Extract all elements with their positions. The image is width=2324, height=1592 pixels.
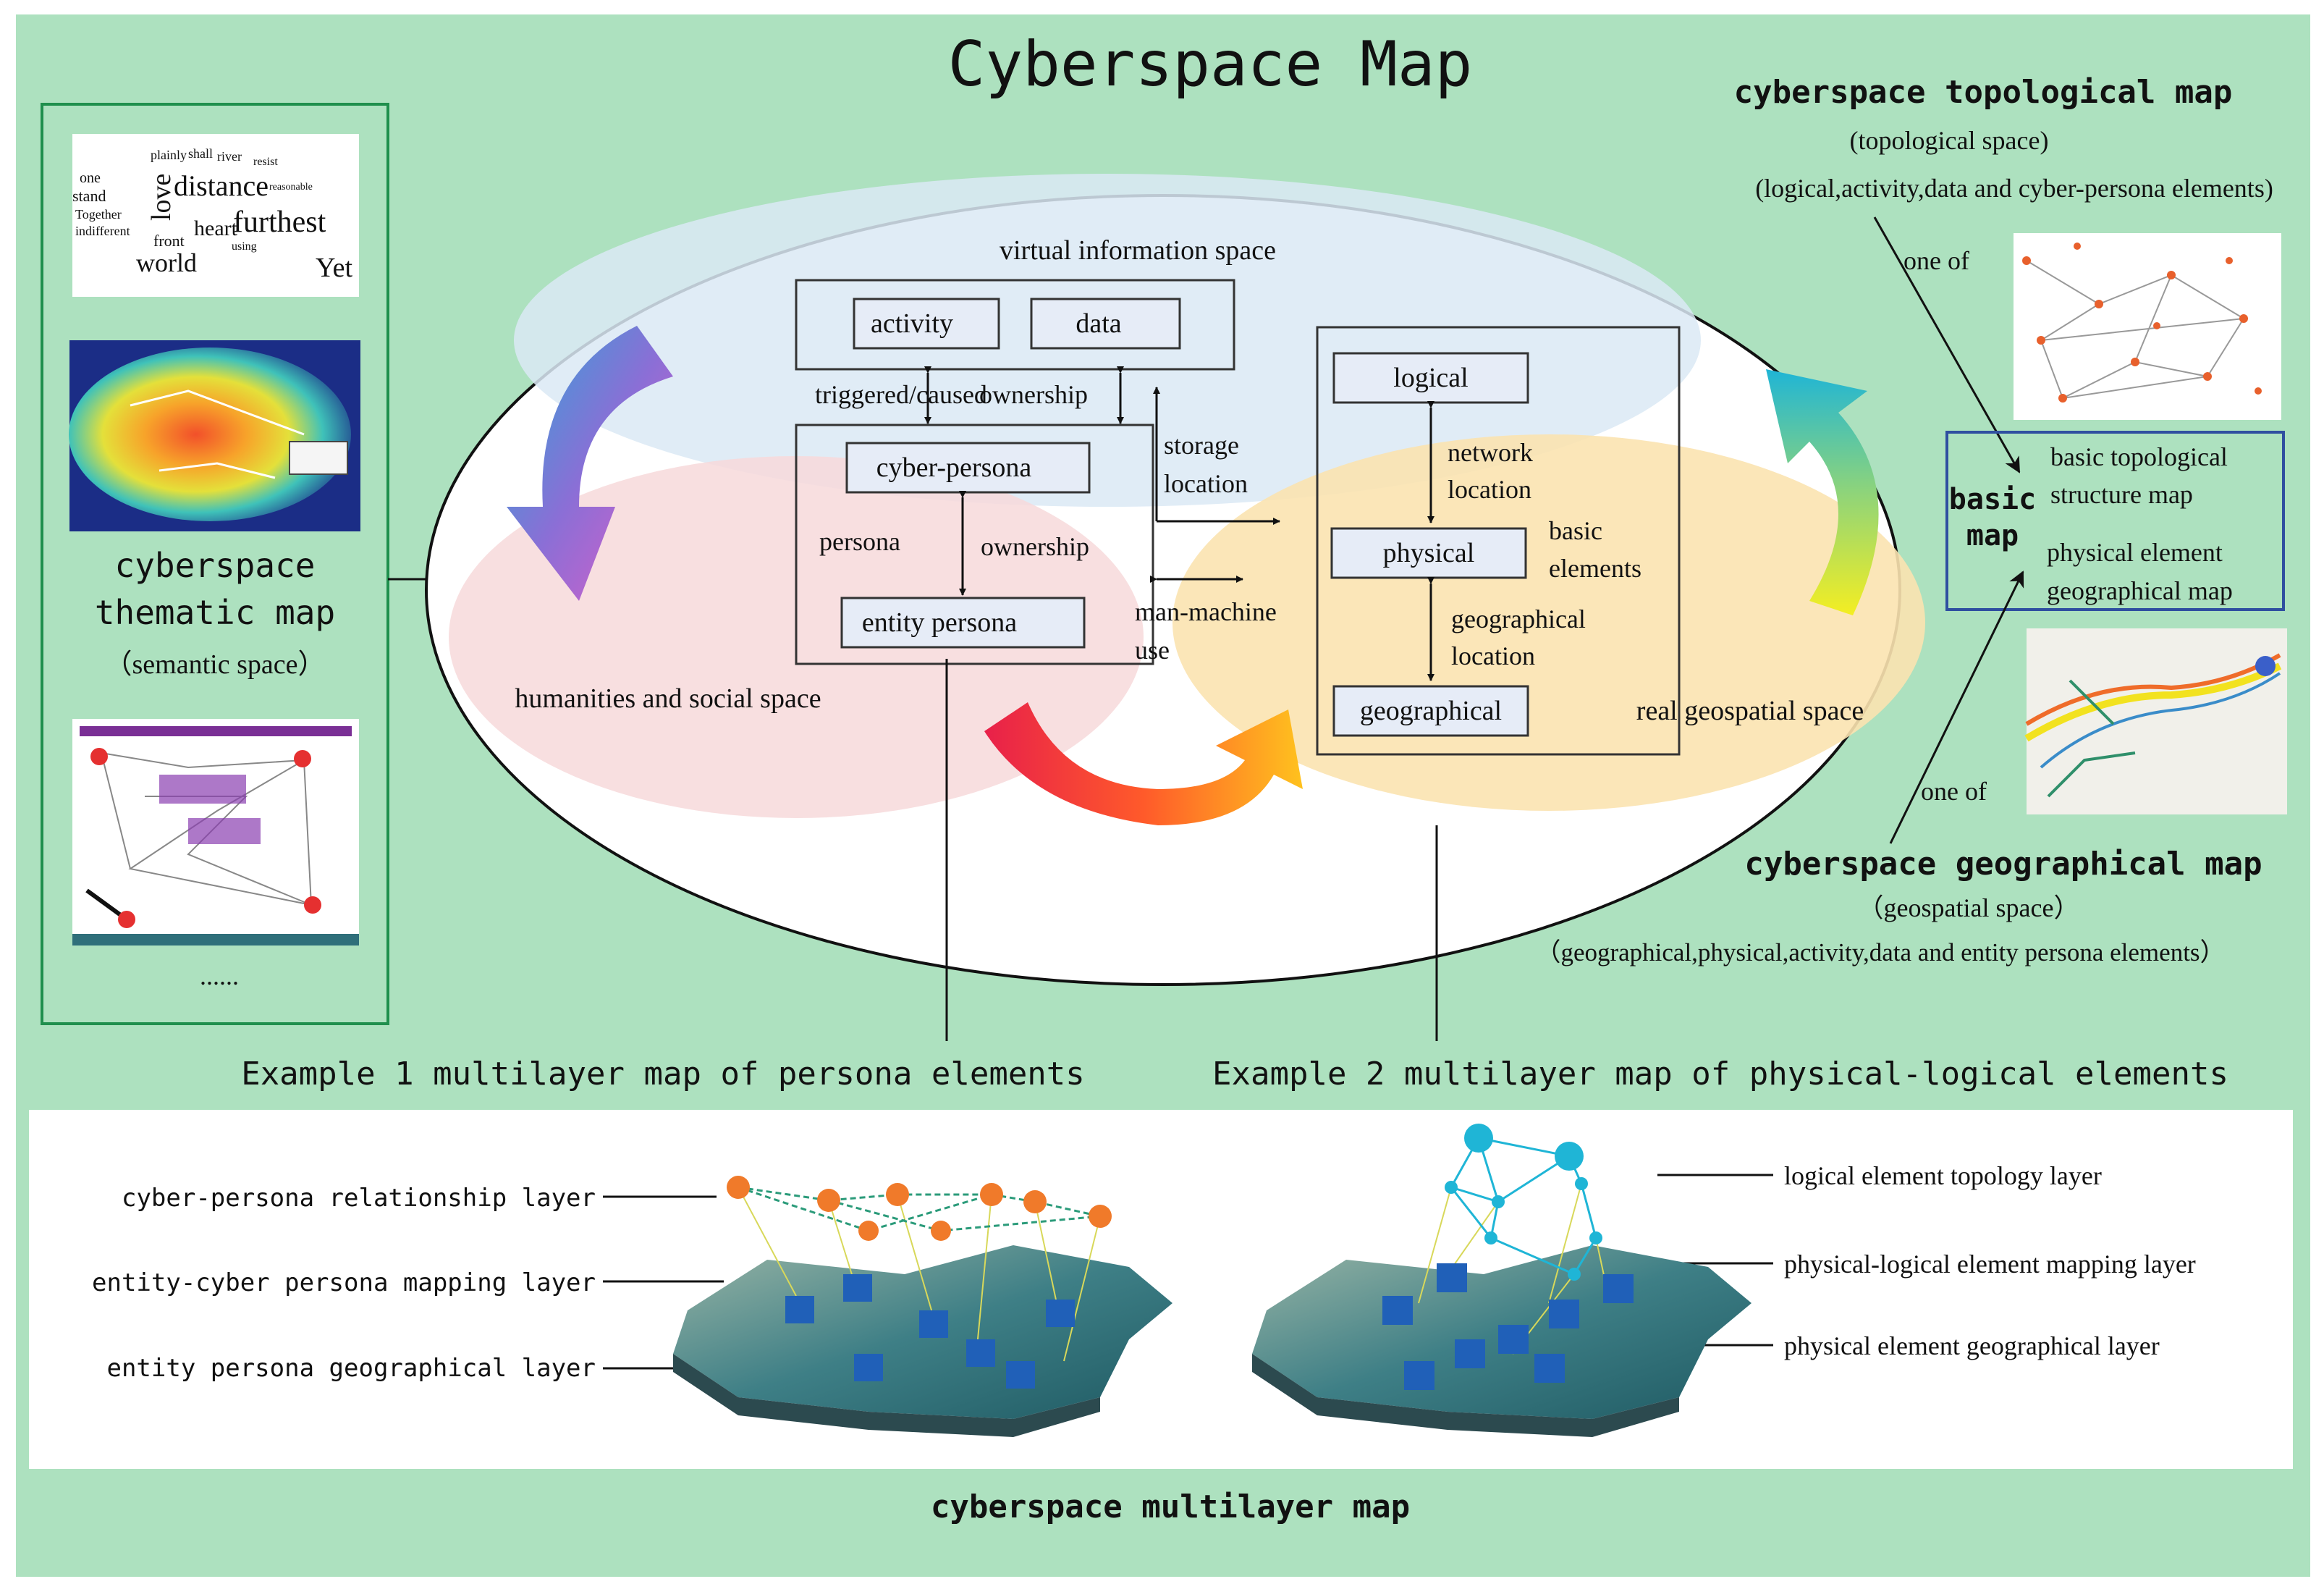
thematic-map-label-line1: cyberspace [115, 546, 316, 585]
basic-elements-line2: elements [1549, 554, 1641, 583]
geographical-sub1: （geospatial space） [1858, 893, 2080, 922]
real-space-label: real geospatial space [1636, 696, 1864, 726]
word-cloud-image: plainly shall river resist love distance… [72, 134, 359, 297]
multilayer-map-title: cyberspace multilayer map [931, 1488, 1410, 1525]
ownership-top-label: ownership [979, 380, 1088, 409]
basic-map-box [1945, 431, 2285, 611]
blue-curved-arrow [507, 326, 673, 601]
multilayer-panel [29, 1110, 2293, 1469]
entity-persona-node [840, 597, 1086, 649]
storage-label-line2: location [1164, 469, 1248, 498]
word-cloud-word: one [80, 170, 101, 186]
topological-sub1: (topological space) [1850, 126, 2049, 155]
topological-sub2: (logical,activity,data and cyber-persona… [1755, 174, 2273, 203]
cyber-persona-node [845, 442, 1091, 494]
entity-persona-label: entity persona [862, 607, 1017, 638]
one-of-bottom-arrow [1889, 570, 2024, 844]
layer4-label: logical element topology layer [1784, 1161, 2102, 1190]
data-node [1030, 298, 1181, 350]
example2-title: Example 2 multilayer map of physical-log… [1212, 1056, 2228, 1092]
network-label-line1: network [1448, 438, 1533, 467]
physical-logical-group [1316, 326, 1681, 756]
logical-label: logical [1393, 363, 1468, 393]
word-cloud-word: shall [188, 146, 213, 161]
word-cloud-word: Together [75, 207, 122, 222]
geo-location-line1: geographical [1451, 605, 1586, 633]
page-title: Cyberspace Map [948, 28, 1473, 101]
physical-node [1330, 527, 1527, 579]
basic-elements-line1: basic [1549, 516, 1602, 545]
topology-image [2014, 233, 2281, 420]
geographical-label: geographical [1360, 696, 1502, 726]
virtual-space-label: virtual information space [1000, 235, 1276, 266]
thematic-map-sublabel: （semantic space） [105, 649, 326, 680]
word-cloud-word: front [153, 232, 185, 250]
geographical-sub2: （geographical,physical,activity,data and… [1535, 938, 2225, 966]
geo-location-line2: location [1451, 641, 1535, 670]
activity-label: activity [871, 308, 953, 339]
data-label: data [1076, 308, 1121, 339]
thematic-map-label-line2: thematic map [95, 593, 335, 632]
geographical-node [1332, 685, 1529, 737]
man-machine-label-line1: man-machine [1135, 597, 1277, 626]
word-cloud-word: resist [253, 156, 278, 168]
basic-topo-line2: structure map [2050, 480, 2193, 509]
word-cloud-word: indifferent [75, 224, 130, 238]
activity-node [853, 298, 1000, 350]
more-ellipsis: ...... [200, 961, 239, 990]
example2-multilayer-visual [1252, 1124, 1752, 1437]
word-cloud-word: plainly [151, 148, 187, 162]
layer2-label: entity-cyber persona mapping layer [92, 1268, 596, 1297]
network-label-line2: location [1448, 475, 1531, 504]
triggered-caused-label: triggered/caused [815, 380, 987, 409]
basic-map-line2: map [1966, 519, 2019, 552]
physical-label: physical [1383, 538, 1475, 568]
humanities-space-label: humanities and social space [515, 683, 821, 714]
word-cloud-word: using [232, 240, 257, 253]
cyber-persona-label: cyber-persona [876, 452, 1032, 483]
example1-title: Example 1 multilayer map of persona elem… [241, 1056, 1085, 1092]
activity-data-group [795, 279, 1235, 371]
topological-map-title: cyberspace topological map [1734, 74, 2233, 111]
geographical-map-title: cyberspace geographical map [1744, 846, 2262, 883]
storage-label-line1: storage [1164, 431, 1239, 460]
example1-multilayer-visual [673, 1176, 1172, 1437]
word-cloud-word: love [146, 174, 177, 221]
ownership-mid-label: ownership [981, 532, 1089, 561]
phys-geo-line2: geographical map [2047, 576, 2233, 605]
word-cloud-word: world [136, 248, 197, 277]
storage-location-arrow [1155, 391, 1277, 523]
logical-node [1332, 352, 1529, 404]
geographical-image [2024, 628, 2287, 814]
one-of-top-arrow [1873, 216, 2021, 473]
yellow-curved-arrow [1766, 369, 1879, 615]
network-graph-image [72, 719, 359, 945]
word-cloud-word: heart [194, 216, 238, 240]
basic-topo-line1: basic topological [2050, 442, 2228, 471]
heatmap-image [69, 340, 360, 531]
one-of-top: one of [1903, 246, 1969, 275]
word-cloud-word: stand [72, 187, 106, 205]
word-cloud-word: Yet [316, 253, 353, 283]
phys-geo-line1: physical element [2047, 538, 2223, 567]
persona-edge-label: persona [819, 527, 900, 556]
one-of-bottom: one of [1921, 777, 1987, 806]
thematic-map-frame [41, 103, 389, 1025]
man-machine-label-line2: use [1135, 636, 1170, 665]
layer6-label: physical element geographical layer [1784, 1331, 2160, 1360]
basic-map-line1: basic [1949, 483, 2036, 516]
layer5-label: physical-logical element mapping layer [1784, 1250, 2196, 1279]
word-cloud-word: distance [174, 169, 269, 202]
red-curved-arrow [984, 702, 1303, 825]
layer3-label: entity persona geographical layer [106, 1354, 596, 1383]
word-cloud-word: river [217, 149, 242, 164]
word-cloud-word: furthest [233, 206, 326, 239]
persona-group [795, 424, 1154, 665]
word-cloud-word: reasonable [269, 182, 313, 193]
layer1-label: cyber-persona relationship layer [122, 1184, 596, 1213]
